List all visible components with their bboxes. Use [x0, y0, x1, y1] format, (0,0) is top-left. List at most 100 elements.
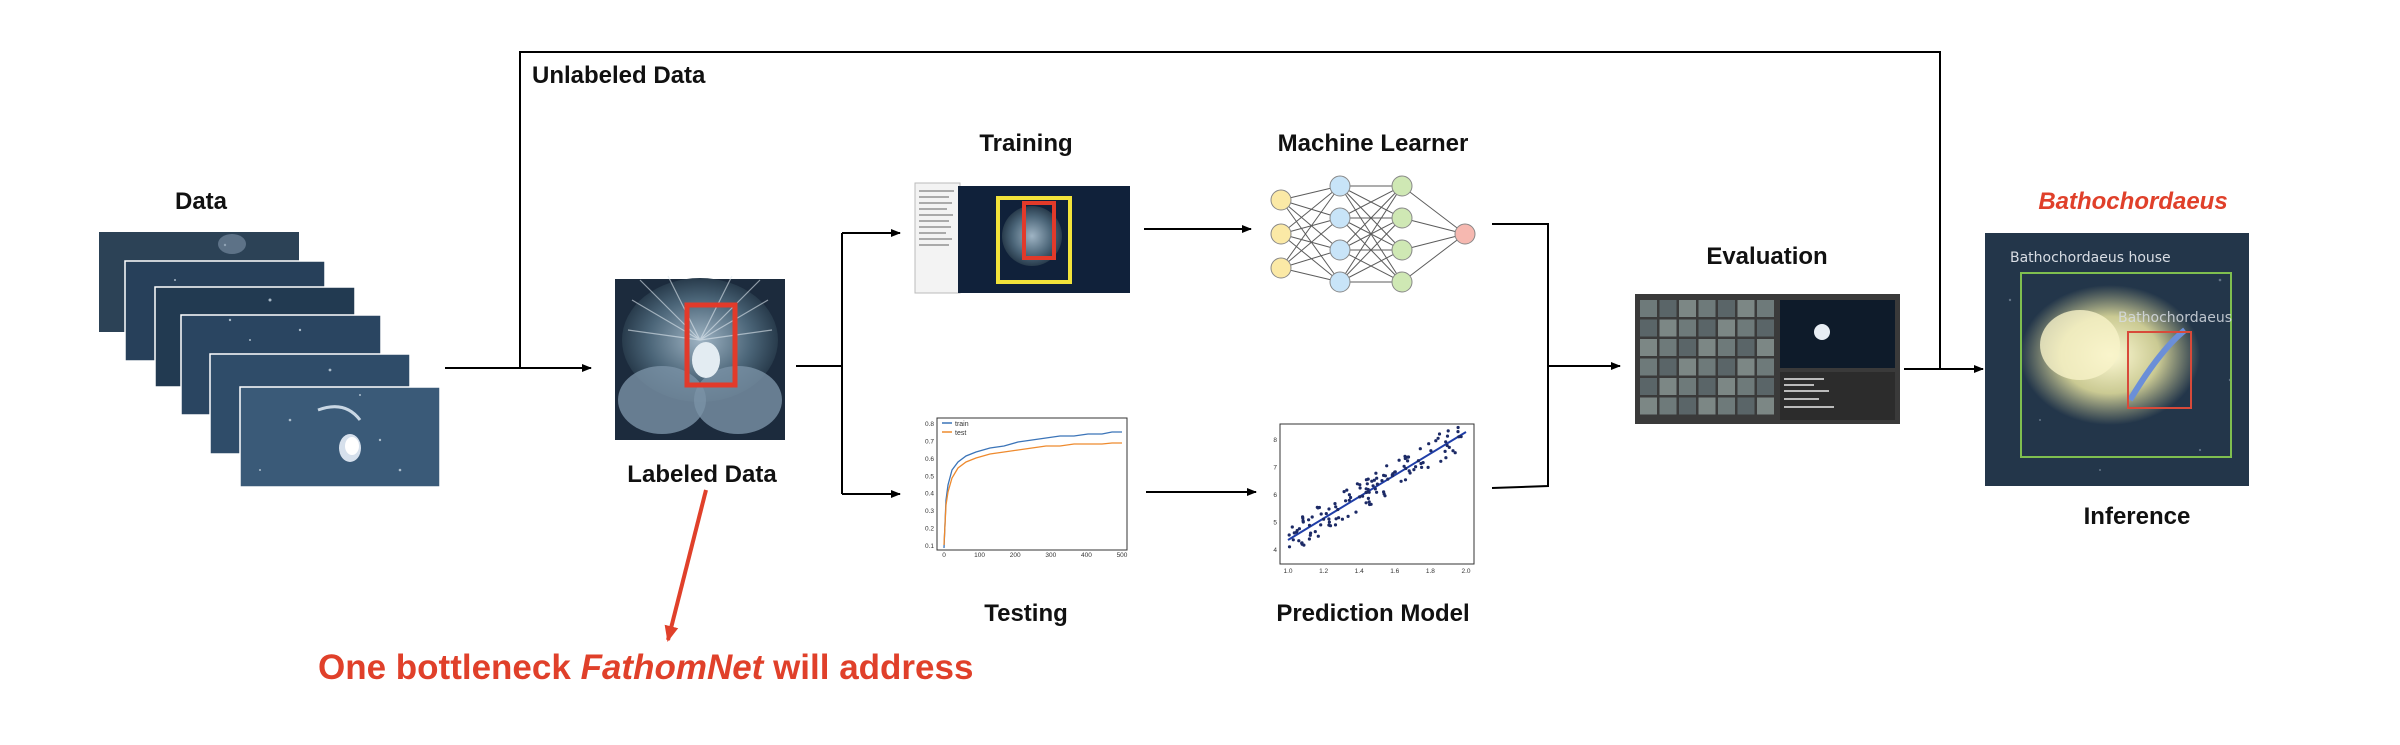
eval-thumbnail [1640, 397, 1657, 415]
scatter-point [1292, 531, 1296, 535]
data-label: Data [174, 188, 228, 215]
tick-label: 1.2 [1319, 568, 1328, 575]
scatter-point [1444, 456, 1448, 460]
eval-thumbnail [1698, 397, 1716, 415]
scatter-point [1375, 476, 1379, 480]
testing-label: Testing [984, 600, 1068, 627]
inference-bbox-green [2020, 272, 2232, 458]
training-bbox-yellow [996, 196, 1072, 284]
scatter-point [1297, 527, 1301, 531]
eval-thumbnail [1718, 378, 1735, 395]
scatter-point [1355, 482, 1359, 486]
labeled-data-image [615, 275, 785, 440]
callout-suffix: will address [763, 648, 974, 687]
scatter-point [1412, 468, 1416, 472]
tick-label: 400 [1081, 552, 1092, 559]
tick-label: 0.1 [925, 543, 934, 550]
scatter-point [1403, 456, 1407, 461]
eval-thumbnail [1737, 378, 1755, 395]
scatter-point [1426, 465, 1430, 469]
callout-prefix: One bottleneck [318, 648, 581, 687]
scatter-point [1347, 493, 1351, 497]
eval-thumbnail [1698, 300, 1716, 317]
scatter-point [1406, 459, 1410, 463]
prediction-model-label: Prediction Model [1276, 600, 1470, 627]
eval-thumbnail [1718, 319, 1735, 337]
eval-thumbnail [1640, 319, 1657, 337]
tick-label: 4 [1273, 547, 1277, 554]
tick-label: 200 [1010, 552, 1021, 559]
eval-thumbnail [1757, 300, 1774, 317]
scatter-point [1295, 528, 1299, 533]
eval-thumbnail [1640, 339, 1657, 356]
connectors [445, 51, 1984, 498]
inference-label: Inference [2083, 503, 2191, 530]
scatter-point [1369, 502, 1373, 506]
nn-hidden2-node [1391, 271, 1413, 293]
scatter-point [1291, 538, 1295, 542]
eval-thumbnail [1757, 358, 1774, 376]
data-frame-6 [239, 386, 441, 488]
tick-label: 8 [1273, 437, 1277, 444]
scatter-point [1383, 494, 1387, 498]
scatter-point [1336, 507, 1340, 512]
eval-thumbnail [1679, 300, 1696, 317]
scatter-point [1287, 545, 1292, 549]
inference-overlay-text: Bathochordaeus [2118, 310, 2232, 326]
bottleneck-callout: One bottleneck FathomNet will address [318, 648, 973, 688]
eval-thumbnail [1659, 378, 1677, 395]
testing-y-ticks: 0.10.20.30.40.50.60.70.8 [925, 421, 934, 550]
eval-thumbnail [1679, 358, 1696, 376]
scatter-point [1404, 466, 1408, 471]
scatter-point [1375, 490, 1379, 494]
eval-thumbnail [1659, 300, 1677, 317]
unlabeled-data-label: Unlabeled Data [532, 62, 706, 89]
testing-legend: train test [942, 421, 969, 437]
unlabeled-data-loop-line [519, 51, 1941, 369]
scatter-point [1309, 531, 1313, 535]
eval-thumbnail [1698, 358, 1716, 376]
labeled-data-split-line [796, 233, 843, 494]
eval-thumbnail [1718, 300, 1735, 317]
scatter-point [1436, 436, 1440, 440]
eval-thumbnail [1698, 378, 1716, 395]
nn-input-node [1270, 189, 1292, 211]
eval-thumbnail [1737, 319, 1755, 337]
scatter-point [1327, 517, 1331, 521]
scatter-point [1313, 530, 1317, 534]
scatter-point [1418, 447, 1422, 451]
scatter-point [1380, 479, 1384, 483]
scatter-point [1397, 458, 1401, 462]
scatter-point [1456, 425, 1460, 430]
scatter-point [1391, 474, 1395, 478]
eval-thumbnail [1737, 397, 1755, 415]
callout-emphasis: FathomNet [580, 648, 764, 687]
eval-thumbnail [1640, 378, 1657, 395]
callout-arrow [664, 489, 708, 642]
scatter-point [1316, 534, 1320, 538]
scatter-point [1371, 484, 1375, 488]
eval-thumbnail [1757, 397, 1774, 415]
scatter-point [1310, 515, 1314, 519]
eval-thumbnail [1640, 300, 1657, 317]
nn-hidden2-node [1391, 239, 1413, 261]
tick-label: 0.5 [925, 473, 934, 480]
scatter-point [1403, 478, 1408, 482]
scatter-point [1361, 494, 1365, 498]
eval-thumbnail [1698, 339, 1716, 356]
eval-thumbnail [1679, 339, 1696, 356]
eval-thumbnail [1679, 378, 1696, 395]
scatter-point [1437, 432, 1442, 436]
inference-bbox-red [2127, 331, 2192, 409]
tick-label: 2.0 [1461, 568, 1470, 575]
scatter-point [1373, 487, 1377, 491]
inference-caption-text: Bathochordaeus house [2010, 250, 2171, 266]
jellyfish-image [317, 405, 362, 462]
scatter-point [1386, 477, 1390, 481]
legend-test: test [955, 430, 966, 437]
tick-label: 500 [1117, 552, 1128, 559]
merge-line [1491, 223, 1549, 489]
